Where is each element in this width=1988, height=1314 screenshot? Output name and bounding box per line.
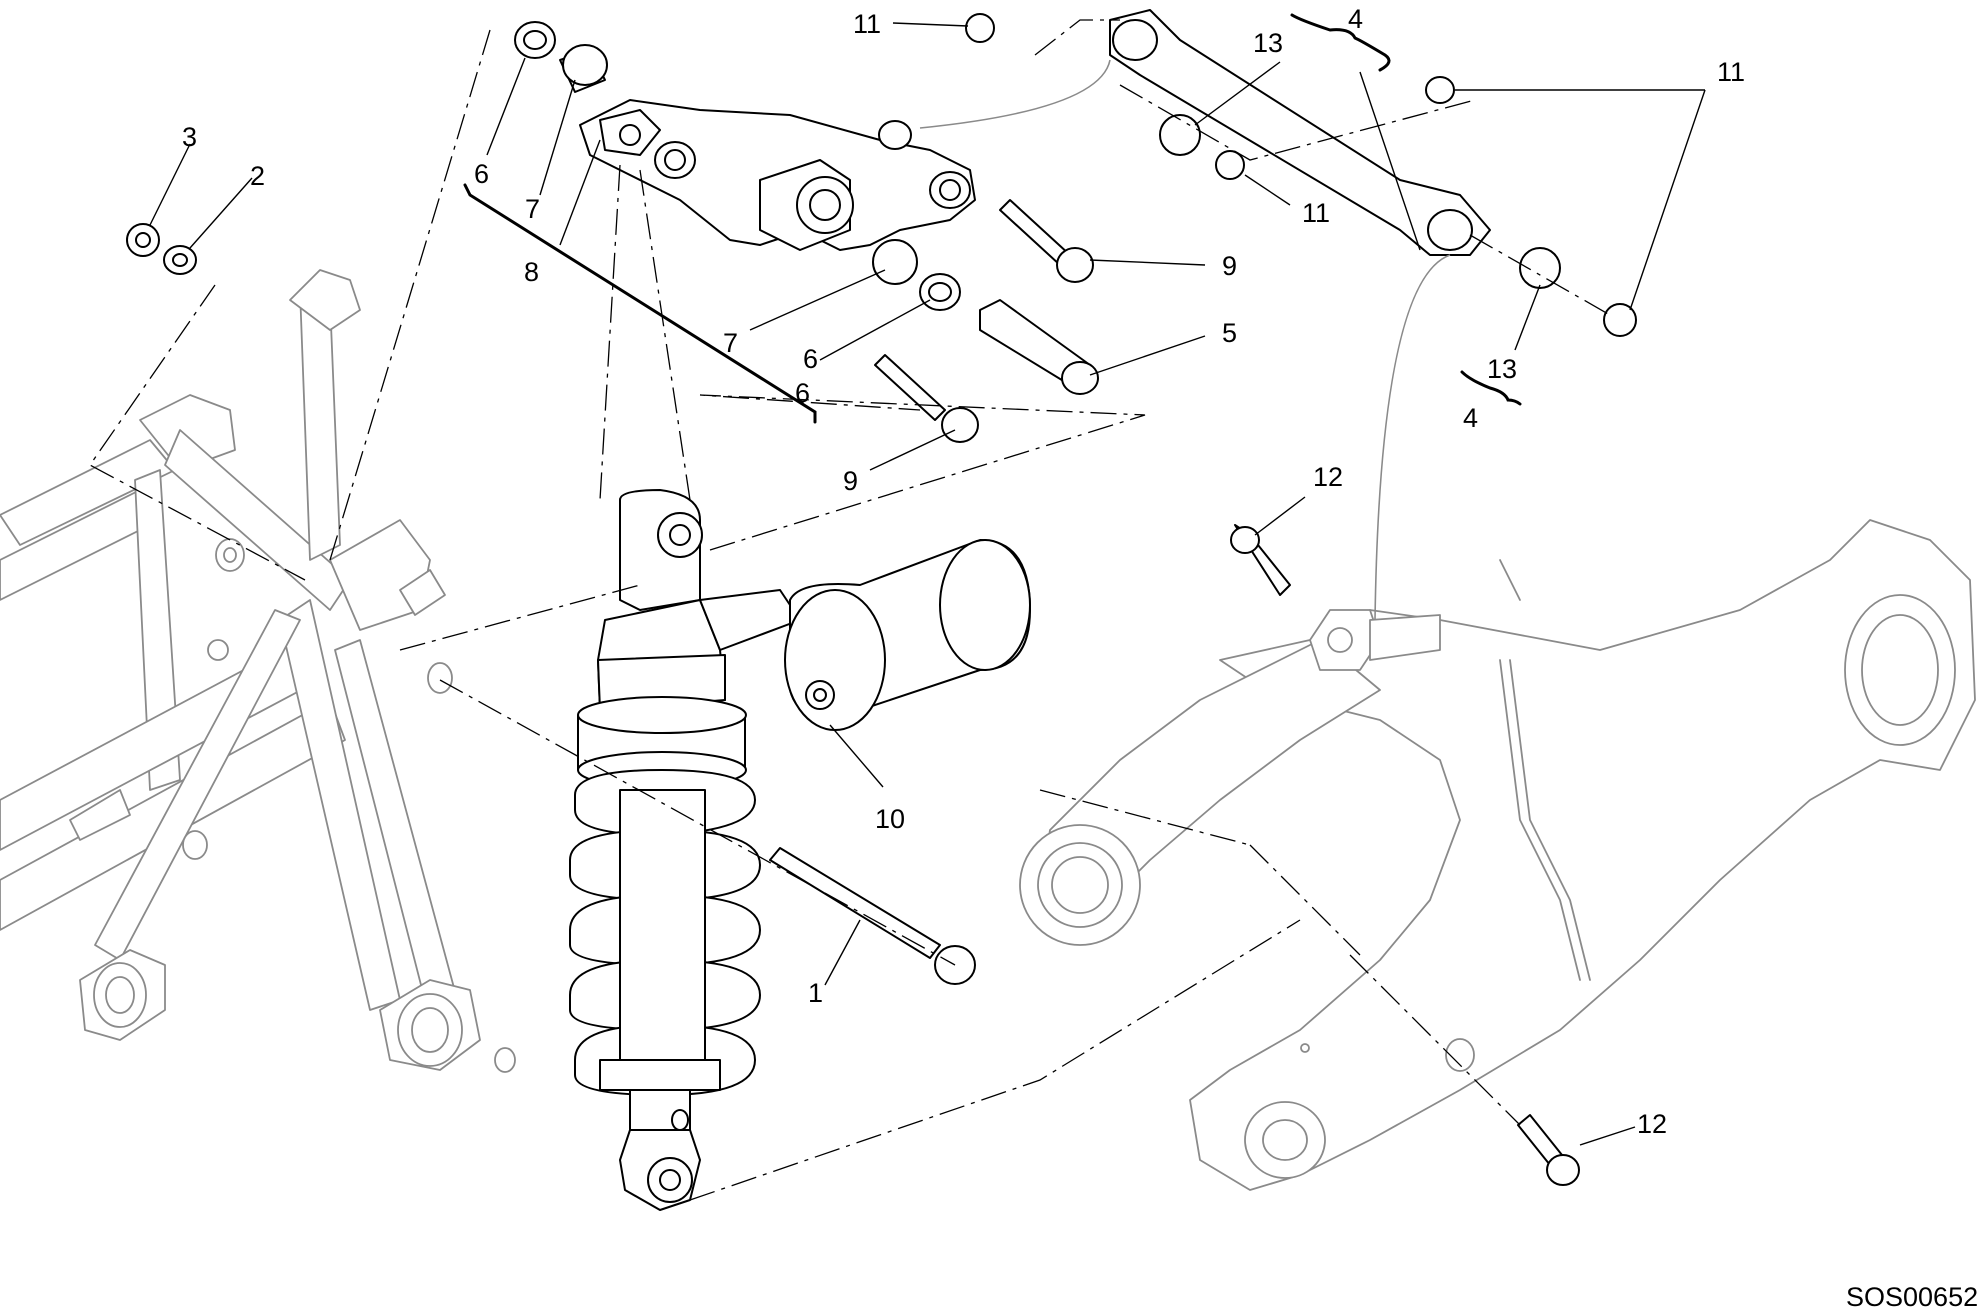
rocker-arm-drawing — [579, 99, 976, 251]
callout-8: 8 — [524, 257, 539, 287]
callout-2: 2 — [250, 161, 265, 191]
callout-9-bottom: 9 — [843, 466, 858, 496]
callout-7-mid: 7 — [723, 328, 738, 358]
assembly-lines — [89, 19, 1611, 1201]
callout-7-top: 7 — [525, 194, 540, 224]
callout-4-bottom: 4 — [1463, 403, 1478, 433]
callout-12-top: 12 — [1313, 462, 1343, 492]
hardware-pieces — [126, 13, 1637, 1186]
callout-4-top: 4 — [1348, 4, 1363, 34]
link-rod-drawing — [1109, 9, 1491, 256]
callout-12-bottom: 12 — [1637, 1109, 1667, 1139]
callout-13-top: 13 — [1253, 28, 1283, 58]
brackets — [463, 13, 1522, 424]
callout-10: 10 — [875, 804, 905, 834]
callout-13-bottom: 13 — [1487, 354, 1517, 384]
frame-drawing — [0, 269, 516, 1073]
callout-9-top: 9 — [1222, 251, 1237, 281]
callout-11-right: 11 — [1717, 57, 1745, 87]
swingarm-drawing — [1019, 519, 1976, 1191]
callout-6-bracket: 6 — [795, 378, 810, 408]
callout-3: 3 — [182, 122, 197, 152]
diagram-code: SOS00652 — [1846, 1282, 1978, 1312]
shock-absorber-drawing — [569, 489, 1031, 1211]
callout-6-mid: 6 — [803, 344, 818, 374]
callout-labels: 1 2 3 4 4 5 6 6 6 7 7 8 9 9 10 11 11 11 … — [182, 4, 1745, 1139]
leader-lines — [149, 22, 1706, 1146]
callout-11-top: 11 — [853, 9, 881, 39]
callout-11-mid: 11 — [1302, 198, 1330, 228]
callout-1: 1 — [808, 978, 823, 1008]
callout-5: 5 — [1222, 318, 1237, 348]
callout-6-top: 6 — [474, 159, 489, 189]
